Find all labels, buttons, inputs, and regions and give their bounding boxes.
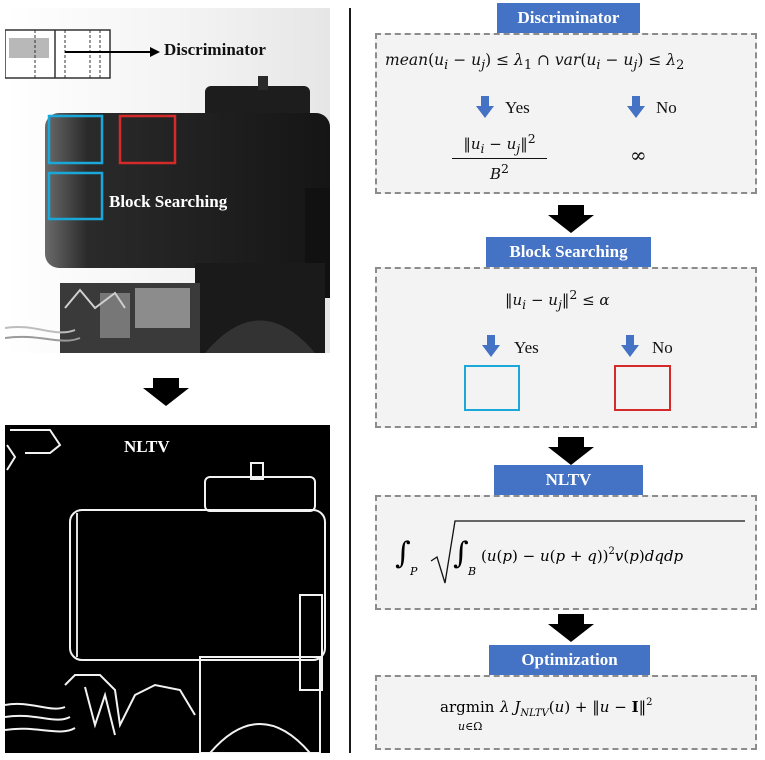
flow-arrow-2 bbox=[548, 437, 594, 470]
block-no-label: No bbox=[652, 338, 673, 357]
svg-text:∫: ∫ bbox=[395, 536, 411, 571]
svg-text:argmin: argmin bbox=[440, 698, 495, 716]
discriminator-yes-arrow bbox=[476, 96, 494, 123]
flow-arrow-3 bbox=[548, 614, 594, 647]
discriminator-yes-label: Yes bbox=[505, 98, 530, 117]
column-divider bbox=[349, 8, 351, 753]
block-searching-banner: Block Searching bbox=[486, 237, 651, 267]
svg-text:P: P bbox=[409, 565, 418, 578]
nltv-formula: ∫ P ∫ B (u(p) − u(p + q))2v(p)dqdp bbox=[393, 517, 748, 587]
discriminator-no-label: No bbox=[656, 98, 677, 117]
svg-text:λ JNLTV(u) + ‖u − I‖2: λ JNLTV(u) + ‖u − I‖2 bbox=[499, 697, 652, 719]
svg-text:u∈Ω: u∈Ω bbox=[458, 720, 482, 733]
discriminator-banner: Discriminator bbox=[497, 3, 640, 33]
discriminator-no-value: ∞ bbox=[630, 143, 647, 167]
optimization-box bbox=[375, 675, 757, 750]
discriminator-yes-value: ‖ui − uj‖2 B2 bbox=[452, 131, 547, 183]
discriminator-condition: mean(ui − uj) ≤ λ1 ∩ var(ui − uj) ≤ λ2 bbox=[385, 51, 685, 74]
accepted-block-square bbox=[464, 365, 520, 411]
block-searching-condition: ‖ui − uj‖2 ≤ α bbox=[505, 287, 610, 312]
nltv-banner: NLTV bbox=[494, 465, 643, 495]
block-yes-arrow bbox=[482, 335, 500, 362]
rejected-block-square bbox=[614, 365, 671, 411]
block-searching-box bbox=[375, 267, 757, 428]
discriminator-no-arrow bbox=[627, 96, 645, 123]
discriminator-box bbox=[375, 33, 757, 194]
top-xray-image bbox=[4, 8, 330, 353]
left-block-searching-label: Block Searching bbox=[109, 192, 228, 211]
left-discriminator-label: Discriminator bbox=[164, 40, 266, 59]
svg-text:B: B bbox=[467, 565, 476, 578]
optimization-formula: argmin u∈Ω λ JNLTV(u) + ‖u − I‖2 bbox=[430, 690, 730, 740]
svg-text:(u(p) − u(p + q))2v(p)dqdp: (u(p) − u(p + q))2v(p)dqdp bbox=[481, 546, 684, 565]
nltv-result-image bbox=[5, 425, 330, 753]
nltv-box bbox=[375, 495, 757, 610]
optimization-banner: Optimization bbox=[489, 645, 650, 675]
left-nltv-label: NLTV bbox=[124, 437, 170, 456]
block-yes-label: Yes bbox=[514, 338, 539, 357]
block-no-arrow bbox=[621, 335, 639, 362]
flow-arrow-1 bbox=[548, 205, 594, 238]
left-flow-arrow bbox=[143, 378, 189, 411]
svg-text:∫: ∫ bbox=[453, 536, 469, 571]
